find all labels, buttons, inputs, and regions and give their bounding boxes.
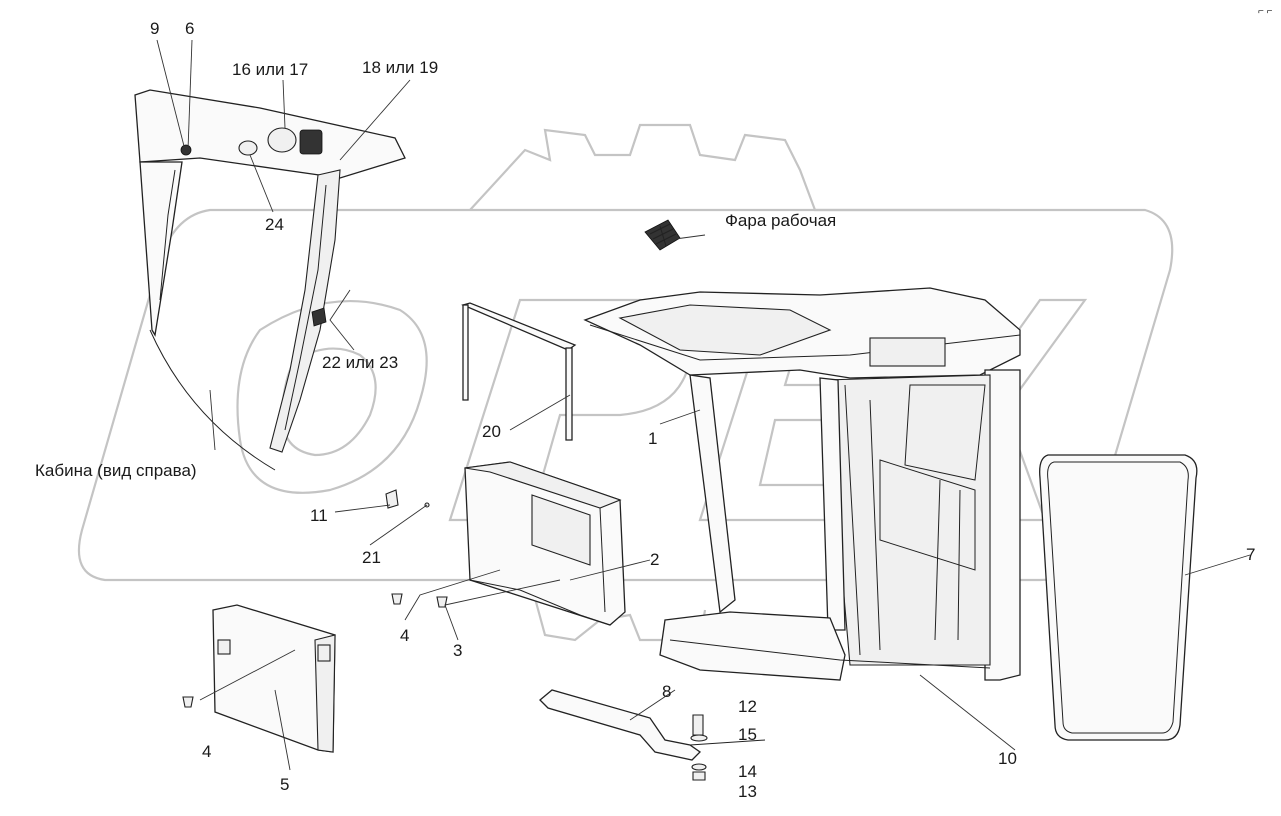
window-seal-inner xyxy=(1047,461,1189,734)
cab-roof-inset xyxy=(618,304,832,356)
support-bar-leg-left xyxy=(462,304,469,401)
cab-pillar-inner xyxy=(159,169,176,301)
label-16-or-17: 16 или 17 xyxy=(232,60,308,79)
fasteners xyxy=(182,489,708,781)
washer-14 xyxy=(691,763,707,771)
label-21: 21 xyxy=(362,548,381,567)
label-14: 14 xyxy=(738,762,757,781)
window-seal-outer xyxy=(1039,454,1198,741)
label-15: 15 xyxy=(738,725,757,744)
cab-rear-window-top xyxy=(869,337,946,367)
cab-floor-edge xyxy=(669,639,991,669)
label-18-or-19: 18 или 19 xyxy=(362,58,438,77)
step-bracket-8 xyxy=(539,689,766,761)
labels: 9 6 16 или 17 18 или 19 24 Фара рабочая … xyxy=(35,6,1273,801)
label-1: 1 xyxy=(648,429,657,448)
cab-door-frame xyxy=(269,169,341,453)
label-24: 24 xyxy=(265,215,284,234)
window-seal-7 xyxy=(1039,454,1198,741)
label-20: 20 xyxy=(482,422,501,441)
label-work-light: Фара рабочая xyxy=(725,211,836,230)
cab-front-pillar xyxy=(689,374,736,614)
label-4-bottom: 4 xyxy=(202,742,211,761)
side-panel-strip xyxy=(314,634,336,753)
bolt-12 xyxy=(692,714,704,736)
step-bracket-rod xyxy=(689,739,766,746)
screw-4a xyxy=(391,593,403,605)
label-12: 12 xyxy=(738,697,757,716)
step-bracket-body xyxy=(539,689,702,761)
cab-side-pillar xyxy=(139,161,183,337)
support-bar-top xyxy=(461,302,577,351)
cab-right-view xyxy=(134,89,406,471)
cab-light-24 xyxy=(238,140,258,156)
rear-panel-window xyxy=(531,494,591,566)
support-bar-leg-right xyxy=(565,347,573,441)
washer-15 xyxy=(690,734,708,742)
label-22-or-23: 22 или 23 xyxy=(322,353,398,372)
label-9: 9 xyxy=(150,19,159,38)
cab-frame xyxy=(583,287,1021,681)
nut-13 xyxy=(692,771,706,781)
cab-door-glass-lines xyxy=(844,384,961,656)
cab-outline-arc xyxy=(149,329,276,471)
corner-mark: ⌐ ⌐ xyxy=(1258,6,1273,17)
label-6: 6 xyxy=(185,19,194,38)
label-3: 3 xyxy=(453,641,462,660)
screw-4b xyxy=(182,696,194,708)
clip-11 xyxy=(385,489,399,509)
label-4-top: 4 xyxy=(400,626,409,645)
leader-lines xyxy=(156,39,1251,771)
screw-3 xyxy=(436,596,448,608)
label-13: 13 xyxy=(738,782,757,801)
watermark-gear xyxy=(469,123,1000,212)
side-panel-5 xyxy=(212,604,336,753)
cab-lamp-housing xyxy=(267,127,297,153)
support-bar-20 xyxy=(461,302,577,441)
side-panel-handle-left xyxy=(217,639,231,655)
cab-door-lock xyxy=(311,307,327,327)
work-light xyxy=(644,219,681,251)
cab-floor xyxy=(659,611,846,681)
cab-switch-block xyxy=(299,129,323,155)
label-7: 7 xyxy=(1246,545,1255,564)
cab-rear-frame xyxy=(879,384,986,571)
side-panel-handle-right xyxy=(317,644,331,662)
rear-panel-bottom-lip xyxy=(469,579,611,626)
label-cab-view: Кабина (вид справа) xyxy=(35,461,197,480)
label-8: 8 xyxy=(662,682,671,701)
label-11: 11 xyxy=(310,506,328,525)
work-light-grid xyxy=(649,223,677,247)
cab-middle-pillar xyxy=(819,377,846,631)
cab-door-inner-line xyxy=(284,184,327,431)
cab-bolt-9-6 xyxy=(180,144,192,156)
rear-panel-top-lip xyxy=(464,461,622,509)
label-2: 2 xyxy=(650,550,659,569)
rear-panel-2 xyxy=(464,461,626,626)
label-5: 5 xyxy=(280,775,289,794)
rear-panel-edge xyxy=(599,507,606,613)
label-10: 10 xyxy=(998,749,1017,768)
